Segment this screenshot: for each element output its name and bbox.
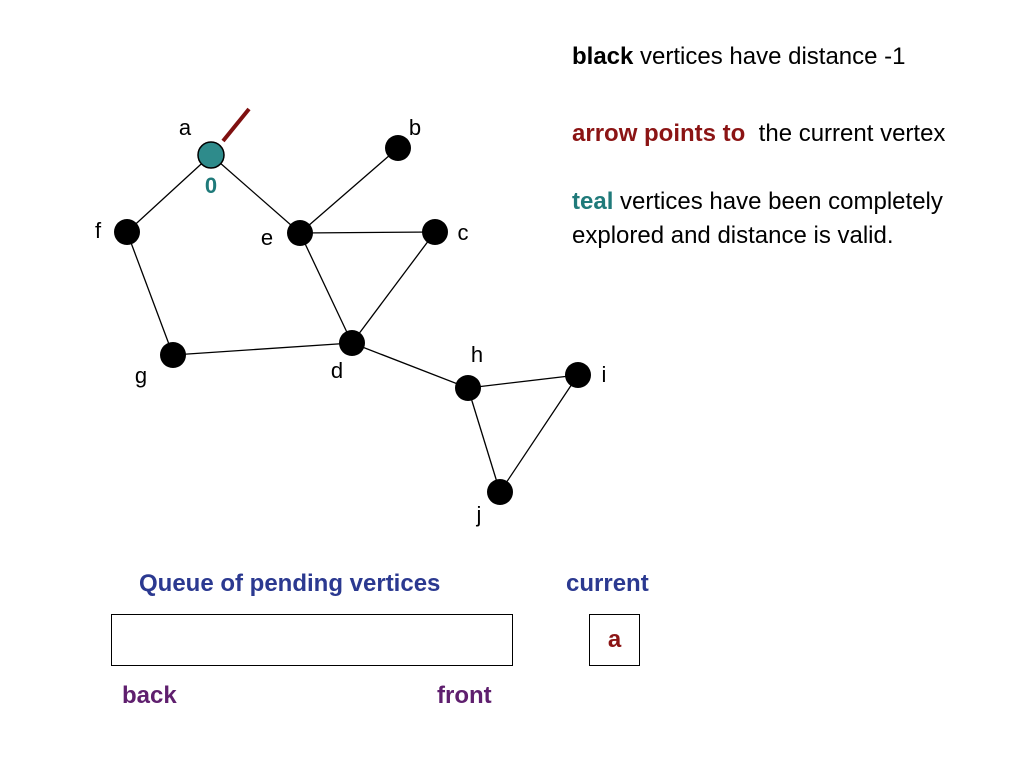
edge-g-d <box>172 342 353 356</box>
edge-h-j <box>467 387 501 493</box>
current-title: current <box>566 570 649 597</box>
graph-vertex-labels: a 0 b c d e f g h i j <box>95 115 607 527</box>
vertex-label-i: i <box>602 362 607 387</box>
queue-box <box>111 614 513 666</box>
vertex-f <box>114 219 140 245</box>
current-value: a <box>607 626 622 653</box>
graph-vertices <box>114 135 591 505</box>
legend-arrow-keyword: arrow points to <box>572 120 746 147</box>
legend-arrow-text: the current vertex <box>745 120 946 147</box>
edge-c-d <box>351 231 436 344</box>
current-vertex-pointer <box>221 107 251 143</box>
pointer-arrow-line <box>221 107 251 143</box>
graph-diagram: a 0 b c d e f g h i j <box>95 107 607 527</box>
vertex-a <box>197 141 225 169</box>
vertex-i <box>565 362 591 388</box>
vertex-label-c: c <box>458 220 469 245</box>
edge-b-e <box>299 147 399 234</box>
vertex-c <box>422 219 448 245</box>
queue-back-label: back <box>122 682 177 709</box>
queue-front-label: front <box>437 682 492 709</box>
edge-d-h <box>351 342 469 389</box>
vertex-label-d: d <box>331 358 343 383</box>
edge-e-c <box>299 231 436 234</box>
vertex-e <box>287 220 313 246</box>
legend-black-text: vertices have distance -1 <box>633 43 906 70</box>
vertex-distance-a: 0 <box>205 173 217 198</box>
legend-arrow: arrow points to the current vertex <box>572 117 1022 151</box>
vertex-j <box>487 479 513 505</box>
vertex-h <box>455 375 481 401</box>
vertex-label-a: a <box>179 115 192 140</box>
vertex-label-b: b <box>409 115 421 140</box>
legend-teal-keyword: teal <box>572 188 614 215</box>
vertex-label-f: f <box>95 218 102 243</box>
vertex-b <box>385 135 411 161</box>
graph-edges <box>126 147 579 493</box>
edge-f-g <box>126 231 174 356</box>
legend-teal-vertices: teal vertices have been completely explo… <box>572 185 1012 253</box>
edge-i-j <box>499 374 579 493</box>
edge-e-d <box>299 232 353 344</box>
legend-teal-text: vertices have been completely explored a… <box>572 188 943 249</box>
vertex-label-g: g <box>135 363 147 388</box>
vertex-label-j: j <box>476 502 482 527</box>
vertex-label-e: e <box>261 225 273 250</box>
current-box: a <box>589 614 640 666</box>
edge-a-f <box>126 154 212 233</box>
legend-black-keyword: black <box>572 43 634 70</box>
legend-black-vertices: black vertices have distance -1 <box>572 40 1012 74</box>
edge-a-e <box>210 154 301 234</box>
vertex-g <box>160 342 186 368</box>
vertex-label-h: h <box>471 342 483 367</box>
edge-h-i <box>467 374 579 389</box>
vertex-d <box>339 330 365 356</box>
queue-title: Queue of pending vertices <box>139 570 441 597</box>
